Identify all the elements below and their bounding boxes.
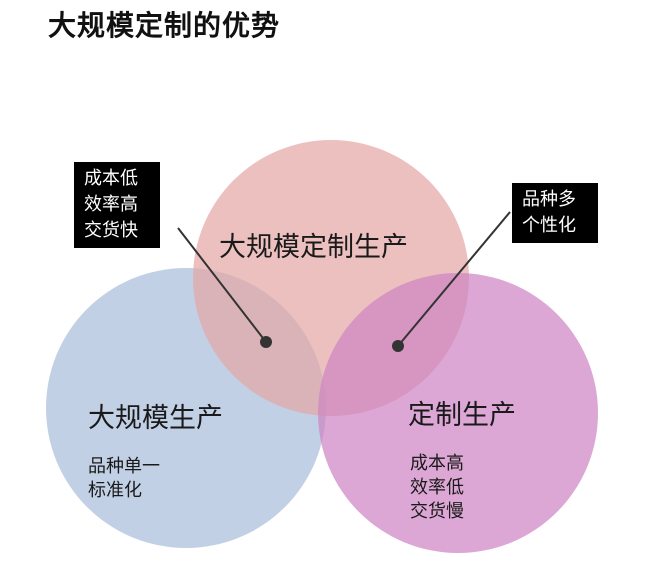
circle-left-desc-line: 标准化 [88,480,142,501]
circle-right-customization [318,273,598,553]
callout-right-connector [397,211,511,347]
callout-left-line: 交货快 [84,220,138,241]
circle-right-desc-line: 效率低 [410,477,464,498]
callout-left-dot [260,336,272,348]
callout-left-connector [177,227,267,343]
callout-right-line: 品种多 [522,189,576,210]
circle-left-desc-line: 品种单一 [88,456,160,477]
circle-top-label: 大规模定制生产 [219,232,408,263]
circle-left-desc: 品种单一 标准化 [88,455,160,503]
callout-right-dot [392,340,404,352]
page-title: 大规模定制的优势 [48,9,281,42]
circle-left-label: 大规模生产 [88,403,223,434]
callout-left-line: 成本低 [84,168,138,189]
circle-right-desc-line: 成本高 [410,453,464,474]
callout-left-line: 效率高 [84,194,138,215]
callout-right-line: 个性化 [522,215,576,236]
circle-right-desc: 成本高 效率低 交货慢 [410,452,464,524]
circle-right-label: 定制生产 [408,400,516,431]
circle-right-desc-line: 交货慢 [410,501,464,522]
callout-right-box: 品种多 个性化 [512,183,598,243]
callout-left-box: 成本低 效率高 交货快 [74,162,160,248]
